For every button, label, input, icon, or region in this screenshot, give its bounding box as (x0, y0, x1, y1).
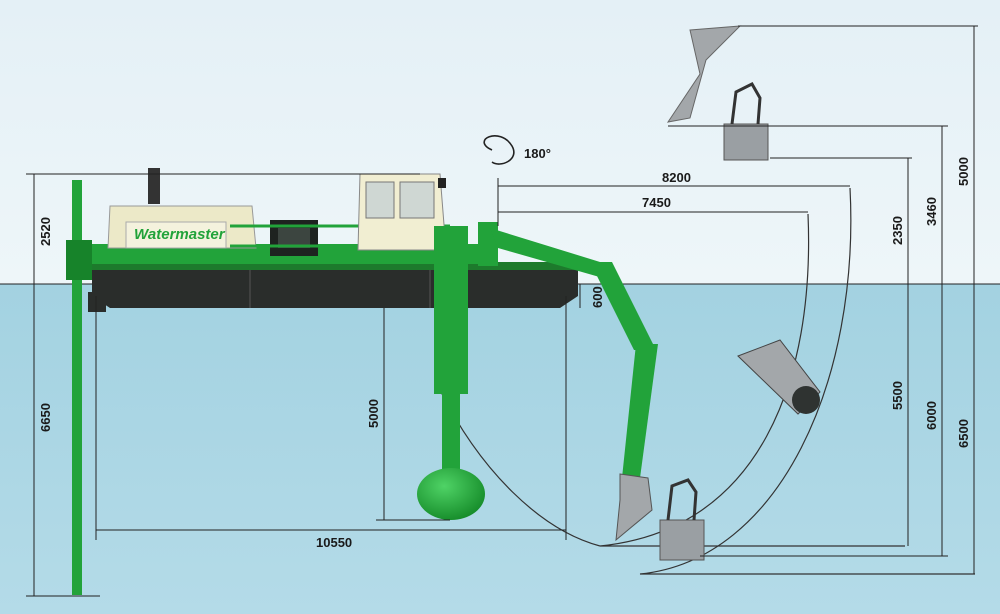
dim-dig-depth-3: 6500 (956, 419, 971, 448)
rotation-indicator: 180° (483, 135, 551, 165)
dim-horizontal-span: 10550 (316, 535, 352, 550)
clamshell-grab-lower (659, 478, 705, 561)
dim-draft-depth: 600 (590, 286, 605, 308)
reach-arc-outer (639, 187, 975, 575)
dim-mid-pole-depth: 5000 (366, 399, 381, 428)
excavator-bucket (615, 473, 653, 542)
reach-arc-inner (599, 213, 905, 547)
dim-reach-outer: 8200 (662, 170, 691, 185)
engine-housing: Watermaster (107, 168, 257, 249)
pontoon-hull (92, 262, 578, 308)
brand-logo-text: Watermaster (134, 226, 226, 243)
excavator-arm (478, 222, 658, 542)
dim-bucket-height-2: 3460 (924, 197, 939, 226)
clamshell-grab-upper (666, 25, 769, 161)
spud-pole (66, 180, 106, 595)
dimension-lines: 8200 7450 2520 6650 5000 600 10550 2350 … (26, 25, 978, 597)
dim-bucket-height-3: 5000 (956, 157, 971, 186)
dim-height-above-deck: 2520 (38, 217, 53, 246)
center-leg (417, 226, 485, 520)
dim-reach-inner: 7450 (642, 195, 671, 210)
clamshell-grab-rotating (737, 339, 821, 415)
rotation-label: 180° (524, 146, 551, 161)
dim-dig-depth-1: 5500 (890, 381, 905, 410)
rotation-arrow-icon (483, 135, 515, 165)
dim-spud-depth: 6650 (38, 403, 53, 432)
engine-block (230, 220, 450, 256)
dim-bucket-height-1: 2350 (890, 216, 905, 245)
dim-dig-depth-2: 6000 (924, 401, 939, 430)
ball-foot (417, 468, 485, 520)
water (0, 284, 1000, 614)
operator-cabin (357, 173, 447, 251)
